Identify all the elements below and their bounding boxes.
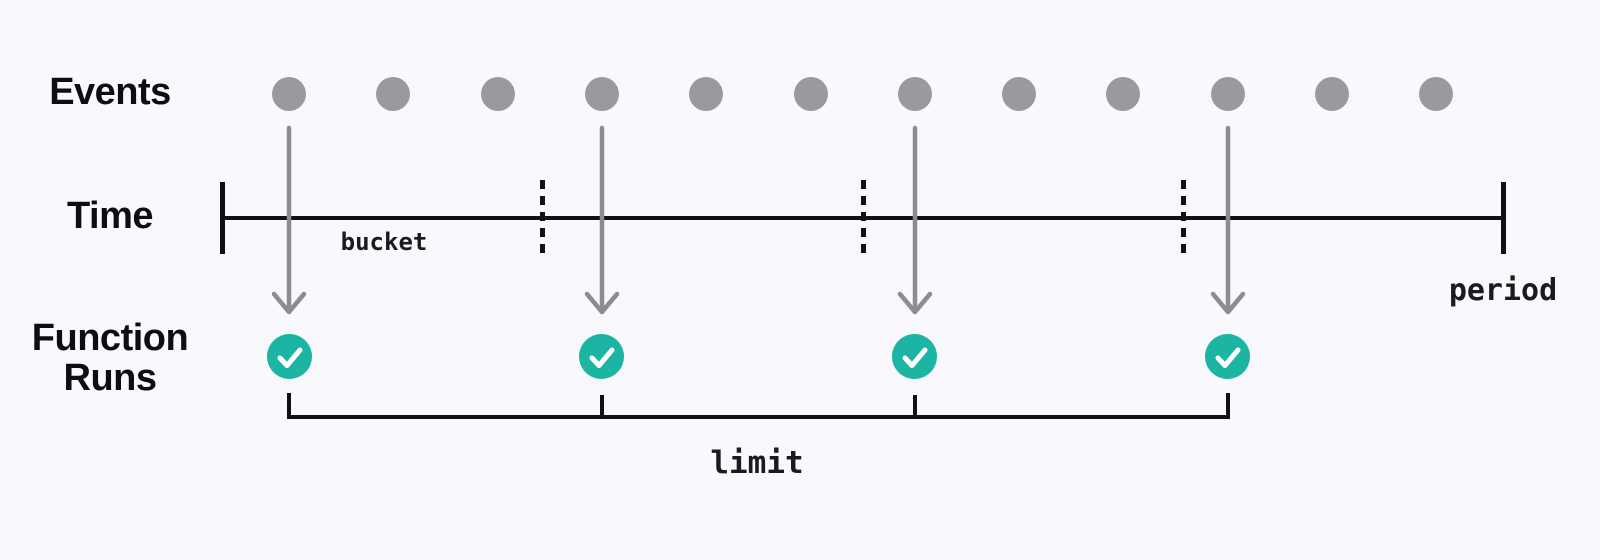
limit-bracket-mid-tick <box>912 395 917 415</box>
bucket-divider-dashed-line <box>1181 180 1186 256</box>
event-dot <box>480 77 515 111</box>
event-dot <box>376 77 411 111</box>
function-run-badge <box>266 334 312 379</box>
arrow-down-icon <box>271 125 307 315</box>
event-dot <box>1419 77 1454 111</box>
timeline-start-tick <box>220 182 225 254</box>
arrow-down-icon <box>1210 125 1245 315</box>
event-dot <box>1315 77 1349 111</box>
event-dot <box>1002 77 1037 111</box>
event-dot <box>272 77 306 111</box>
event-dot <box>584 77 619 111</box>
arrow-down-icon <box>897 125 933 315</box>
function-runs-label-line2: Runs <box>63 357 158 399</box>
limit-bracket-line <box>287 415 1230 419</box>
event-dot <box>1210 77 1245 111</box>
limit-bracket-end-tick <box>287 393 291 419</box>
arrow-down-icon <box>584 125 620 315</box>
period-label: period <box>1448 273 1558 308</box>
bucket-divider-dashed-line <box>860 180 866 256</box>
events-row-label: Events <box>49 71 171 113</box>
limit-label: limit <box>710 445 804 481</box>
check-icon <box>277 347 302 368</box>
function-runs-label-line1: Function <box>31 317 189 359</box>
event-dot <box>1106 77 1141 111</box>
limit-bracket-mid-tick <box>599 395 604 415</box>
function-run-badge <box>1205 334 1251 379</box>
check-icon <box>902 347 928 368</box>
function-run-badge <box>892 334 938 379</box>
event-dot <box>897 77 932 111</box>
timeline-end-tick <box>1501 182 1506 254</box>
check-icon <box>589 347 615 368</box>
check-icon <box>1215 347 1241 368</box>
bucket-label: bucket <box>340 228 428 256</box>
event-dot <box>689 77 724 111</box>
limit-bracket-end-tick <box>1225 393 1230 419</box>
bucket-divider-dashed-line <box>540 180 545 256</box>
function-runs-row-label: Function Runs <box>0 318 220 398</box>
event-dot <box>793 77 828 111</box>
time-row-label: Time <box>66 195 154 237</box>
function-run-badge <box>579 334 625 379</box>
